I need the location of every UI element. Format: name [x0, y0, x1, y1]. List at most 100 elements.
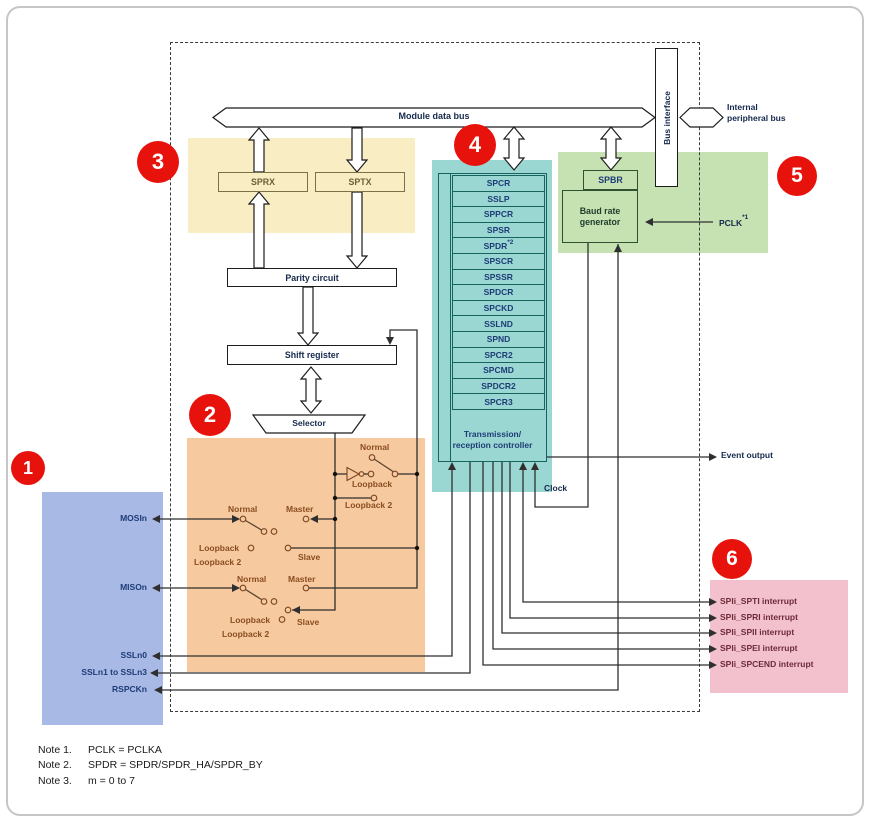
clock-label: Clock: [544, 483, 568, 493]
mosi-slave-label: Slave: [298, 552, 321, 562]
clock-controller-arrow: [531, 462, 539, 470]
ssl0-controller-arrow: [448, 462, 456, 470]
region-1-pins: [42, 492, 163, 725]
badge-3: 3: [137, 141, 179, 183]
clock-wire: [534, 243, 589, 508]
register-row: SPND: [452, 330, 545, 348]
rspck-baud-arrow: [614, 244, 622, 252]
junction-dots: [332, 471, 420, 551]
shift-feedback-arrow: [386, 337, 394, 345]
top-switch-blade: [373, 458, 394, 473]
badge-1: 1: [11, 451, 45, 485]
register-row: SPSR: [452, 221, 545, 239]
miso-switch-blade: [245, 588, 262, 601]
module-boundary: [170, 42, 700, 712]
switch-contacts: [239, 454, 399, 623]
spei-arrow: [709, 645, 717, 653]
register-row: SSLND: [452, 315, 545, 332]
spbr-bus-double-arrow: [599, 126, 623, 171]
shift-register-block: Shift register: [227, 345, 397, 365]
selector-rail: [292, 433, 336, 611]
spii-wire: [501, 462, 714, 634]
top-loopback2-label: Loopback 2: [345, 500, 393, 510]
pin-mosi: MOSIn: [120, 513, 147, 523]
note-1: Note 1.PCLK = PCLKA: [38, 743, 162, 756]
mosi-loopback-label: Loopback: [199, 543, 240, 553]
sptx-parity-down-arrow: [345, 191, 369, 269]
badge-6: 6: [712, 539, 752, 579]
spcend-wire: [482, 462, 714, 666]
spri-wire: [509, 462, 714, 619]
spti-wire: [522, 464, 714, 603]
register-row: SPSSR: [452, 268, 545, 286]
pin-miso: MISOn: [120, 582, 147, 592]
interrupt-spcend: SPIi_SPCEND interrupt: [720, 659, 814, 669]
spei-wire: [492, 462, 714, 650]
event-output-arrow: [709, 453, 717, 461]
register-row: SPPCR: [452, 206, 545, 223]
ssl1to3-wire: [158, 462, 471, 674]
ssl1to3-pin-arrow: [150, 669, 158, 677]
top-loopback-label: Loopback: [352, 479, 393, 489]
interrupt-spei: SPIi_SPEI interrupt: [720, 643, 798, 653]
spii-arrow: [709, 629, 717, 637]
spti-controller-arrow: [519, 462, 527, 470]
baud-rate-generator-block: Baud rate generator: [562, 190, 638, 243]
inverter-bubble-icon: [358, 471, 365, 477]
page-border: [6, 6, 864, 816]
miso-loopback2-label: Loopback 2: [222, 629, 270, 639]
register-row: SPSCR: [452, 252, 545, 270]
register-row: SPDR*2: [452, 237, 545, 254]
interrupt-spii: SPIi_SPII interrupt: [720, 627, 795, 637]
badge-4: 4: [454, 124, 496, 166]
ssl0-wire: [160, 464, 453, 657]
register-row: SPCMD: [452, 362, 545, 379]
signal-wires: [158, 174, 714, 691]
peripheral-bus-connector: [679, 107, 724, 128]
shift-selector-double-arrow: [299, 366, 323, 414]
region-2-switches: [187, 438, 425, 672]
register-bus-double-arrow: [502, 126, 526, 171]
mosi-master-label: Master: [286, 504, 314, 514]
spbr-block: SPBR: [583, 170, 638, 190]
ssl0-pin-arrow: [152, 652, 160, 660]
bus-interface-label: Bus interface: [661, 90, 672, 145]
top-normal-label: Normal: [360, 442, 390, 452]
spri-arrow: [709, 614, 717, 622]
event-output-label: Event output: [721, 450, 773, 460]
parity-circuit-block: Parity circuit: [227, 268, 397, 287]
mosi-loopback2-label: Loopback 2: [194, 557, 242, 567]
miso-normal-label: Normal: [237, 574, 267, 584]
rspck-pin-arrow: [154, 686, 162, 694]
footnotes: Note 1.PCLK = PCLKA Note 2.SPDR = SPDR/S…: [38, 742, 263, 789]
region-6-interrupts: [710, 580, 848, 693]
register-row: SPCKD: [452, 299, 545, 317]
module-data-bus-label: Module data bus: [398, 111, 470, 121]
sprx-parity-up-arrow: [247, 191, 271, 269]
note-3: Note 3.m = 0 to 7: [38, 774, 135, 787]
pin-ssl1to3: SSLn1 to SSLn3: [81, 667, 147, 677]
controller-label: Transmission/ reception controller: [452, 429, 533, 450]
mosi-switch-blade: [245, 519, 262, 531]
region-3-buffers: [188, 138, 415, 233]
loopback-buffer-icon: [346, 466, 361, 482]
bus-interface-block: Bus interface: [655, 48, 678, 187]
miso-slave-label: Slave: [297, 617, 320, 627]
sprx-up-arrow: [247, 127, 271, 173]
internal-peripheral-bus-label: Internal peripheral bus: [727, 102, 786, 123]
mosi-pin-arrow: [152, 515, 160, 523]
pclk-arrow: [645, 218, 653, 226]
miso-pin-arrow: [152, 584, 160, 592]
register-row: SPCR2: [452, 346, 545, 364]
register-row: SPDCR2: [452, 377, 545, 395]
interrupt-spti: SPIi_SPTI interrupt: [720, 596, 797, 606]
register-stack: SPCR SSLP SPPCR SPSR SPDR*2 SPSCR SPSSR …: [452, 175, 545, 410]
mosi-master-arrow: [310, 515, 318, 523]
spcend-arrow: [709, 661, 717, 669]
pclk-label: PCLK*1: [719, 214, 749, 228]
sprx-block: SPRX: [218, 172, 308, 192]
sptx-down-arrow: [345, 127, 369, 173]
selector-shape: [251, 414, 367, 434]
rspck-wire: [162, 244, 619, 691]
